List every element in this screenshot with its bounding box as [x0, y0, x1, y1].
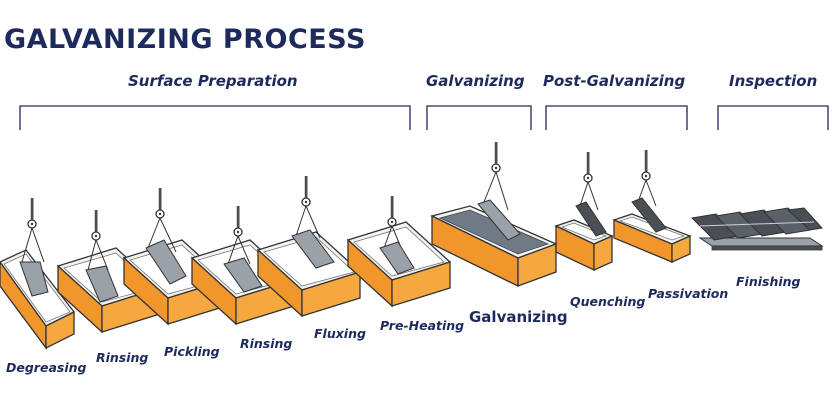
- step-label-rinsing-2: Rinsing: [240, 336, 293, 351]
- stage-label-inspection: Inspection: [729, 72, 818, 90]
- bracket-inspection: [717, 105, 829, 130]
- step-label-pickling: Pickling: [164, 344, 220, 359]
- stage-label-post-galvanizing: Post-Galvanizing: [543, 72, 686, 90]
- tank-fluxing: [257, 174, 361, 317]
- step-label-quenching: Quenching: [570, 294, 646, 309]
- step-label-galvanizing: Galvanizing: [469, 308, 568, 326]
- step-label-finishing: Finishing: [736, 274, 801, 289]
- tank-rinsing-2: [191, 204, 295, 325]
- stage-label-surface-preparation: Surface Preparation: [128, 72, 298, 90]
- finished-beams-rack: [690, 207, 824, 251]
- bracket-surface-preparation: [19, 105, 411, 130]
- tank-pickling: [123, 186, 227, 325]
- page-title: GALVANIZING PROCESS: [4, 24, 366, 55]
- tank-rinsing-1: [57, 208, 161, 333]
- tank-quenching: [554, 150, 614, 272]
- tank-passivation: [612, 148, 692, 264]
- stage-label-galvanizing: Galvanizing: [426, 72, 525, 90]
- bracket-galvanizing: [426, 105, 532, 130]
- tank-degreasing: [0, 196, 75, 350]
- step-label-degreasing: Degreasing: [6, 360, 87, 375]
- step-label-pre-heating: Pre-Heating: [380, 318, 465, 333]
- kettle-galvanizing: [430, 140, 558, 288]
- step-label-rinsing-1: Rinsing: [96, 350, 149, 365]
- bracket-post-galvanizing: [545, 105, 688, 130]
- step-label-fluxing: Fluxing: [314, 326, 366, 341]
- step-label-passivation: Passivation: [648, 286, 729, 301]
- tank-pre-heating: [347, 194, 451, 307]
